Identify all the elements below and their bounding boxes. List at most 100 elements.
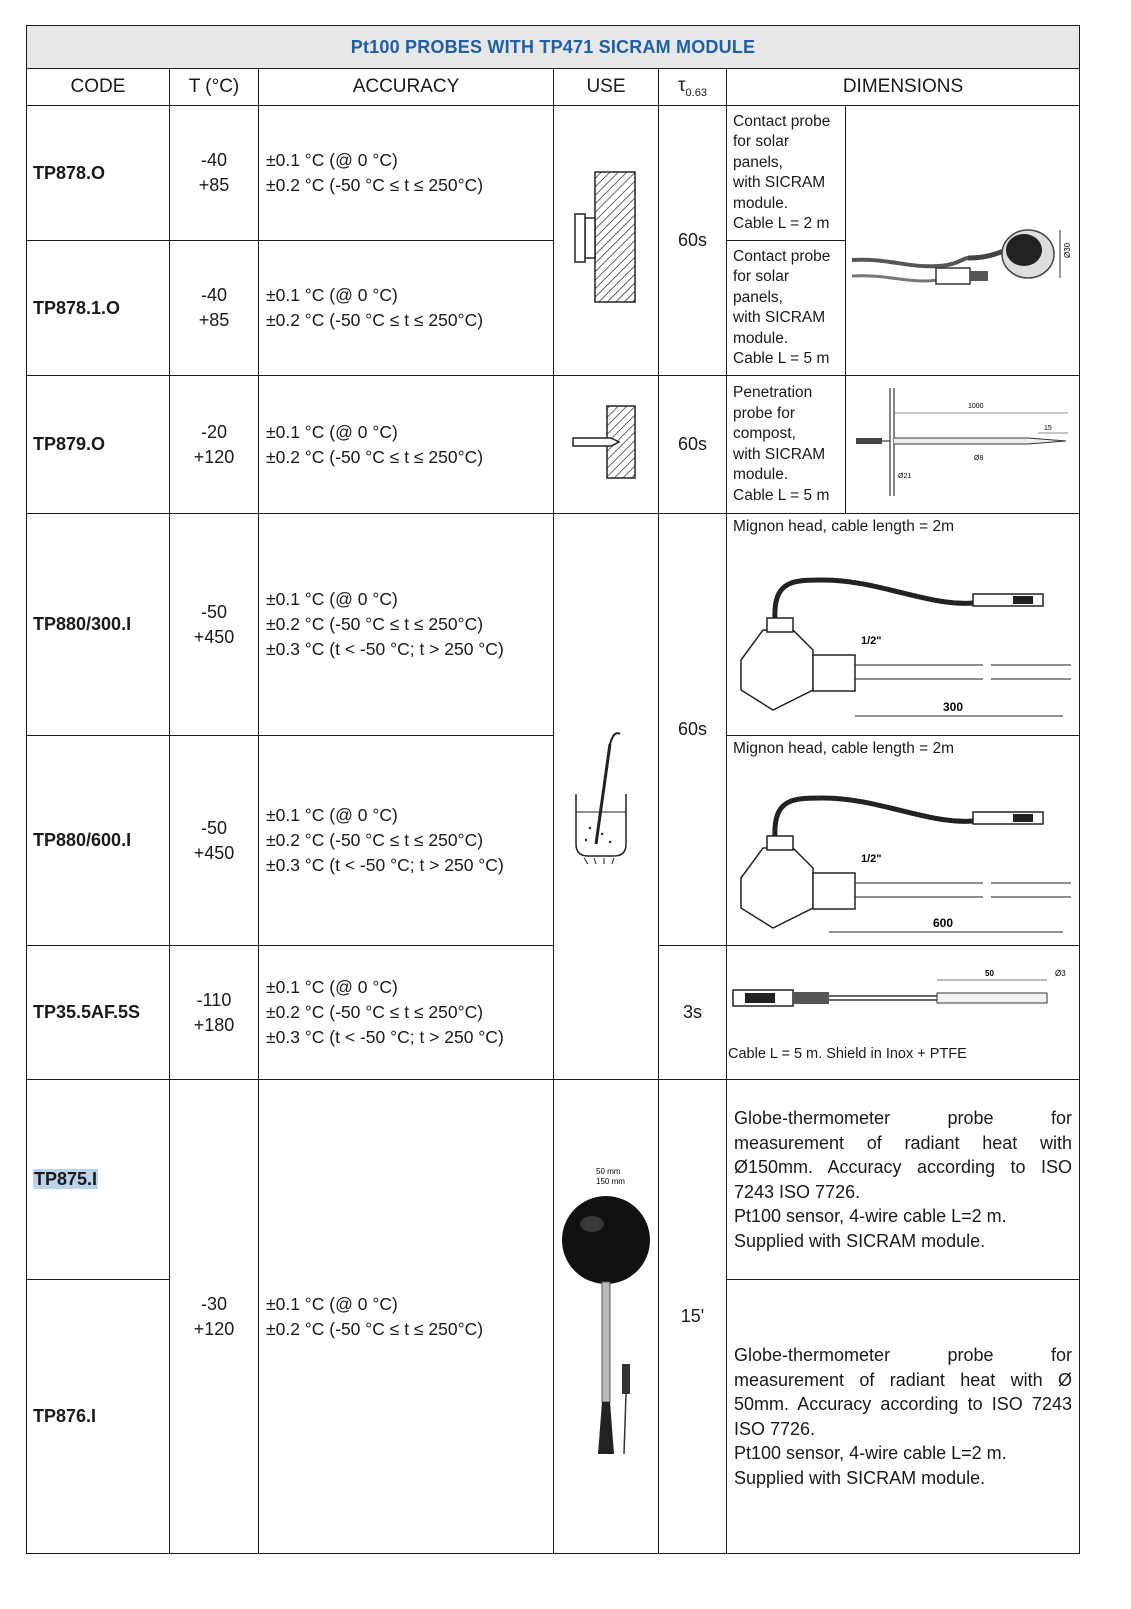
temp-max: +450 (193, 842, 235, 863)
code-cell: TP880/600.I (26, 735, 170, 946)
probe-table-sheet: Pt100 PROBES WITH TP471 SICRAM MODULE CO… (25, 25, 1081, 1554)
temp-cell: -110 +180 (169, 945, 259, 1080)
dimension-drawing-compost: 1000 15 Ø8 Ø21 (844, 375, 1081, 514)
tau-cell: 60s (658, 513, 727, 946)
code-cell: TP879.O (26, 375, 170, 514)
mignon-600-drawing: 600 1/2" (740, 795, 1071, 933)
accuracy-cell: ±0.1 °C (@ 0 °C) ±0.2 °C (-50 °C ≤ t ≤ 25… (258, 375, 554, 514)
header-dimensions: DIMENSIONS (725, 68, 1081, 106)
accuracy-line: ±0.1 °C (@ 0 °C) (266, 285, 398, 305)
desc-line: probe for (733, 404, 796, 422)
temp-min: -110 (196, 989, 232, 1010)
penetration-icon (572, 405, 636, 479)
code-cell: TP35.5AF.5S (26, 945, 170, 1080)
solar-probe-drawing: Ø30 (851, 229, 1072, 285)
accuracy-line: ±0.2 °C (-50 °C ≤ t ≤ 250°C) (266, 1002, 484, 1022)
immersion-icon (575, 732, 627, 865)
use-globe: 50 mm 150 mm (553, 1079, 659, 1554)
compost-tip-label: 15 (1044, 425, 1052, 432)
temp-min: -50 (200, 817, 227, 838)
table-title: Pt100 PROBES WITH TP471 SICRAM MODULE (25, 25, 1081, 69)
temp-min: -40 (200, 285, 227, 305)
temp-cell: -50+450 (169, 513, 259, 736)
desc-line: Supplied with SICRAM module. (734, 1230, 986, 1251)
desc-line: Contact probe (733, 247, 831, 265)
compost-probe-drawing: 1000 15 Ø8 Ø21 (856, 388, 1068, 496)
accuracy-cell: ±0.1 °C (@ 0 °C)±0.2 °C (-50 °C ≤ t ≤ 25… (258, 105, 554, 241)
dim-caption: Mignon head, cable length = 2m (733, 740, 955, 757)
table-row: TP878.O -40+85 ±0.1 °C (@ 0 °C)±0.2 °C (… (26, 105, 1081, 376)
header-tau: τ0.63 (658, 68, 727, 106)
desc-line: Penetration (733, 384, 813, 401)
mignon-300-drawing: 300 1/2" (740, 577, 1071, 717)
temp-cell: -40+85 (169, 105, 259, 241)
code-cell: TP876.I (26, 1279, 170, 1554)
desc-paragraph: Globe-thermometer probe for measurement … (734, 1108, 1073, 1202)
use-immersion (553, 513, 659, 1080)
temp-max: +180 (193, 1014, 235, 1035)
desc-line: module. (733, 466, 789, 483)
accuracy-line: ±0.2 °C (-50 °C ≤ t ≤ 250°C) (266, 1318, 484, 1339)
desc-line: module. (733, 329, 789, 347)
header-use: USE (553, 68, 659, 106)
solar-dia-label: Ø30 (1063, 242, 1072, 258)
desc-line: Cable L = 5 m (733, 350, 830, 367)
dimension-cell: Mignon head, cable length = 2m 300 1/2" (725, 513, 1081, 736)
accuracy-line: ±0.2 °C (-50 °C ≤ t ≤ 250°C) (266, 446, 484, 467)
temp-min: -40 (200, 150, 227, 170)
table-row: TP35.5AF.5S -110 +180 ±0.1 °C (@ 0 °C)±0.… (26, 945, 1081, 1080)
probe-table: Pt100 PROBES WITH TP471 SICRAM MODULE CO… (25, 25, 1081, 1554)
tau-cell: 60s (658, 105, 727, 376)
description-cell: Globe-thermometer probe for measurement … (725, 1279, 1081, 1554)
header-row: CODE T (°C) ACCURACY USE τ0.63 DIMENSION… (26, 68, 1081, 106)
desc-paragraph: Globe-thermometer probe for measurement … (734, 1345, 1073, 1439)
temp-min: -30 (200, 1293, 227, 1314)
desc-line: for solar panels, (733, 268, 789, 306)
accuracy-cell: ±0.1 °C (@ 0 °C)±0.2 °C (-50 °C ≤ t ≤ 25… (258, 513, 554, 736)
accuracy-line: ±0.2 °C (-50 °C ≤ t ≤ 250°C) (266, 310, 484, 330)
description-cell: Contact probe for solar panels, with SIC… (726, 105, 846, 241)
table-row: TP876.I Globe-thermometer probe for meas… (26, 1279, 1081, 1554)
header-accuracy: ACCURACY (258, 68, 554, 106)
desc-line: Pt100 sensor, 4-wire cable L=2 m. (734, 1443, 1007, 1463)
contact-surface-icon (574, 171, 636, 303)
highlighted-code[interactable]: TP875.I (33, 1169, 99, 1189)
dimension-cell: 50 Ø3 Cable L = 5 m. Shield in Inox + PT… (725, 945, 1081, 1080)
header-code: CODE (26, 68, 170, 106)
accuracy-line: ±0.1 °C (@ 0 °C) (266, 1293, 398, 1314)
desc-line: module. (733, 194, 789, 212)
accuracy-line: ±0.2 °C (-50 °C ≤ t ≤ 250°C) (266, 830, 484, 850)
dimension-cell: Mignon head, cable length = 2m 600 1/2" (725, 735, 1081, 946)
globe-thermometer-icon: 50 mm 150 mm (562, 1167, 650, 1455)
temp-max: +120 (193, 1318, 235, 1339)
globe-size-label: 150 mm (596, 1177, 625, 1186)
desc-line: Contact probe (733, 112, 831, 130)
temp-cell: -30 +120 (169, 1079, 259, 1554)
desc-line: Cable L = 5 m (733, 486, 830, 504)
accuracy-cell: ±0.1 °C (@ 0 °C) ±0.2 °C (-50 °C ≤ t ≤ 25… (258, 1079, 554, 1554)
table-row: TP880/300.I -50+450 ±0.1 °C (@ 0 °C)±0.2… (26, 513, 1081, 1080)
code-cell: TP878.1.O (26, 240, 170, 376)
compost-d1-label: Ø8 (974, 455, 983, 462)
tau-cell: 15' (658, 1079, 727, 1554)
accuracy-line: ±0.3 °C (t < -50 °C; t > 250 °C) (266, 1027, 504, 1047)
accuracy-line: ±0.1 °C (@ 0 °C) (266, 589, 398, 609)
dim-caption: Cable L = 5 m. Shield in Inox + PTFE (728, 1046, 967, 1062)
accuracy-line: ±0.1 °C (@ 0 °C) (266, 150, 398, 170)
thread-label: 1/2" (861, 635, 882, 647)
table-row: TP875.I -30 +120 ±0.1 °C (@ 0 °C) ±0.2 °C … (26, 1079, 1081, 1554)
tau-symbol: τ (678, 75, 686, 97)
desc-line: with SICRAM (733, 445, 826, 463)
accuracy-cell: ±0.1 °C (@ 0 °C)±0.2 °C (-50 °C ≤ t ≤ 25… (258, 945, 554, 1080)
accuracy-line: ±0.1 °C (@ 0 °C) (266, 421, 398, 442)
code-cell: TP878.O (26, 105, 170, 241)
tp35-probe-drawing: 50 Ø3 (732, 969, 1066, 1007)
table-row: TP878.1.O -40+85 ±0.1 °C (@ 0 °C)±0.2 °C… (26, 240, 1080, 376)
accuracy-line: ±0.1 °C (@ 0 °C) (266, 805, 398, 825)
table-row: TP880/600.I -50 +450 ±0.1 °C (@ 0 °C) ±0.2… (26, 735, 1081, 946)
thread-label: 1/2" (861, 853, 882, 865)
desc-line: compost, (733, 425, 796, 442)
dimension-drawing-solar: Ø30 (844, 105, 1081, 376)
tau-cell: 60s (658, 375, 727, 514)
accuracy-cell: ±0.1 °C (@ 0 °C) ±0.2 °C (-50 °C ≤ t ≤ 25… (258, 735, 554, 946)
